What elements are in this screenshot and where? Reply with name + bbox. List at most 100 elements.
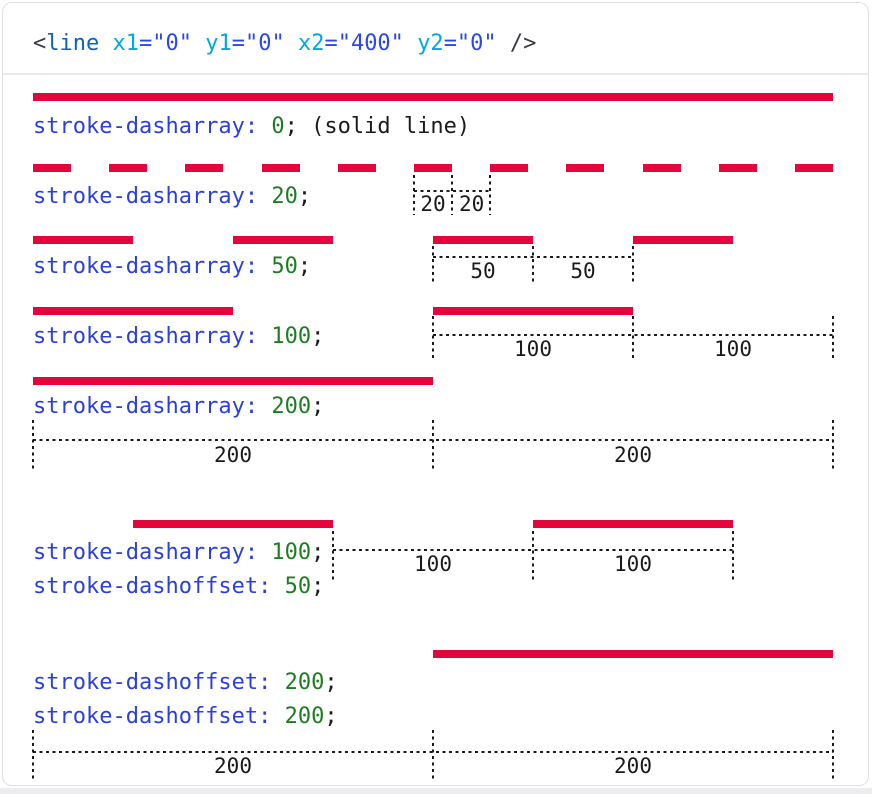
css-label-dashoffset-50: stroke-dashoffset: 50; (33, 574, 324, 600)
stroke-segment-dasharray-20 (414, 164, 453, 172)
measure-label: 100 (514, 337, 552, 361)
svg-line-code-snippet: <line x1="0" y1="0" x2="400" y2="0" /> (33, 31, 536, 56)
code-token: x2 (297, 31, 325, 56)
label-token: ; (311, 324, 325, 349)
measure-vline (489, 175, 492, 215)
label-token: ; (311, 574, 325, 599)
stroke-segment-solid-0 (33, 93, 833, 101)
label-token (271, 670, 284, 695)
css-label-dasharray-100: stroke-dasharray: 100; (33, 324, 324, 350)
label-token: stroke-dasharray: (33, 394, 259, 419)
css-label-dashoffset-200: stroke-dashoffset: 200; (33, 704, 338, 730)
measure-vline (832, 316, 834, 359)
stroke-segment-dasharray-50 (433, 236, 533, 244)
measure-label: 200 (214, 754, 252, 778)
label-token: stroke-dasharray: (33, 184, 259, 209)
stroke-segment-dasharray-20 (642, 164, 681, 172)
code-token: y1 (205, 31, 232, 56)
measure-vline (832, 420, 834, 470)
measure-hline (414, 190, 491, 192)
measure-vline (32, 420, 34, 470)
measure-vline (632, 246, 634, 284)
label-token: ; (311, 540, 325, 565)
stroke-segment-dasharray-50 (33, 236, 133, 244)
label-token: stroke-dashoffset: (33, 704, 272, 729)
stroke-segment-dasharray-20 (261, 164, 300, 172)
section-divider (3, 73, 868, 75)
code-token: ="0" (443, 31, 497, 56)
measure-vline (532, 246, 534, 284)
stroke-segment-dasharray-50 (633, 236, 733, 244)
stroke-segment-dasharray-20 (718, 164, 757, 172)
code-token: /> (509, 31, 537, 56)
css-label-dasharray-200: stroke-dasharray: 200; (33, 394, 324, 420)
stroke-segment-dashoffset-50 (133, 520, 333, 528)
measure-vline (432, 246, 434, 284)
stroke-segment-dasharray-20 (794, 164, 833, 172)
measure-vline (413, 175, 415, 215)
label-token (258, 254, 271, 279)
measure-vline (532, 531, 534, 580)
label-token: 100 (271, 324, 312, 349)
measure-vline (432, 420, 434, 470)
label-token (258, 540, 271, 565)
code-token: ="400" (324, 31, 404, 56)
next-card-edge (0, 788, 872, 794)
label-token: ; (297, 184, 312, 209)
code-token: < (33, 31, 47, 56)
label-token: ; (311, 394, 325, 419)
label-token: stroke-dasharray: (33, 324, 259, 349)
css-label-dashoffset-50: stroke-dasharray: 100; (33, 540, 324, 566)
label-token: 200 (284, 670, 325, 695)
measure-label: 50 (470, 259, 496, 283)
label-token: 20 (271, 184, 298, 209)
label-token (258, 394, 271, 419)
measure-vline (432, 730, 434, 779)
stroke-segment-dashoffset-50 (533, 520, 733, 528)
label-token (258, 114, 271, 139)
stroke-segment-dasharray-100 (433, 307, 633, 315)
measure-hline (433, 256, 633, 258)
measure-label: 20 (458, 192, 485, 216)
measure-label: 100 (614, 552, 652, 576)
measure-label: 200 (214, 443, 252, 467)
label-token: 50 (284, 574, 312, 599)
label-token: ; (solid line) (284, 114, 471, 139)
measure-vline (332, 531, 334, 580)
stroke-segment-dasharray-20 (337, 164, 376, 172)
stroke-segment-dasharray-20 (109, 164, 148, 172)
stroke-segment-dasharray-20 (490, 164, 529, 172)
label-token: stroke-dashoffset: (33, 670, 272, 695)
stroke-segment-dasharray-200 (33, 377, 433, 385)
code-token: ="0" (138, 31, 192, 56)
stroke-segment-dasharray-20 (185, 164, 224, 172)
code-token: x1 (112, 31, 139, 56)
measure-label: 20 (420, 192, 446, 216)
label-token: 100 (271, 540, 312, 565)
measure-hline (333, 549, 733, 551)
measure-vline (451, 175, 454, 215)
diagram-stage: stroke-dasharray: 0; (solid line)stroke-… (3, 3, 868, 785)
label-token: 50 (271, 254, 298, 279)
label-token: ; (324, 704, 338, 729)
measure-hline (433, 334, 833, 336)
label-token: 200 (271, 394, 312, 419)
measure-label: 100 (714, 337, 752, 361)
measure-vline (832, 730, 834, 779)
label-token: stroke-dashoffset: (33, 574, 272, 599)
measure-label: 100 (414, 552, 452, 576)
label-token (271, 574, 284, 599)
label-token: stroke-dasharray: (33, 114, 259, 139)
code-token: y2 (417, 31, 444, 56)
css-label-solid-0: stroke-dasharray: 0; (solid line) (33, 114, 470, 140)
label-token (258, 324, 271, 349)
label-token: 0 (271, 114, 285, 139)
css-label-dashoffset-200: stroke-dashoffset: 200; (33, 670, 338, 696)
label-token (271, 704, 284, 729)
measure-label: 200 (614, 443, 652, 467)
css-label-dasharray-50: stroke-dasharray: 50; (33, 254, 311, 280)
stroke-segment-dashoffset-200 (433, 650, 833, 658)
label-token: stroke-dasharray: (33, 254, 259, 279)
measure-hline (33, 751, 833, 753)
